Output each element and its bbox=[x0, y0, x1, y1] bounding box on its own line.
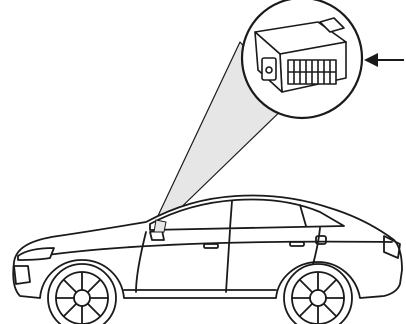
zoom-circle bbox=[242, 0, 362, 118]
beam-origin bbox=[154, 220, 166, 232]
car-illustration bbox=[13, 196, 402, 324]
pointer-arrow-icon bbox=[364, 53, 404, 67]
rear-wheel bbox=[284, 264, 352, 324]
front-wheel bbox=[48, 264, 116, 324]
